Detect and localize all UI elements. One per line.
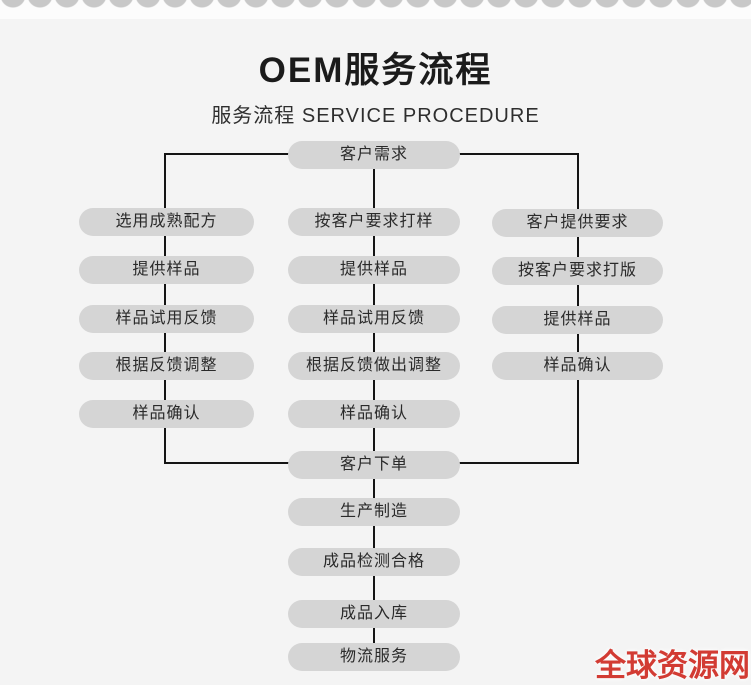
flow-node-left-sample-confirm: 样品确认 [79, 400, 254, 428]
flow-node-left-provide-sample: 提供样品 [79, 256, 254, 284]
connector-line-top-left [164, 153, 292, 155]
flow-node-production: 生产制造 [288, 498, 460, 526]
connector-line-bottom-left [164, 462, 292, 464]
flow-node-logistics-service: 物流服务 [288, 643, 460, 671]
connector-line-bottom-right [458, 462, 579, 464]
torn-paper-edge [0, 0, 751, 19]
flow-node-customer-demand: 客户需求 [288, 141, 460, 169]
page-title: OEM服务流程 [258, 51, 493, 90]
flow-node-finished-warehousing: 成品入库 [288, 600, 460, 628]
flow-node-right-provide-sample: 提供样品 [492, 306, 663, 334]
flow-node-left-sample-trial-feedback: 样品试用反馈 [79, 305, 254, 333]
flow-node-customer-provides-requirements: 客户提供要求 [492, 209, 663, 237]
flow-node-mid-provide-sample: 提供样品 [288, 256, 460, 284]
flow-node-mid-adjust-per-feedback: 根据反馈做出调整 [288, 352, 460, 380]
flow-node-select-mature-formula: 选用成熟配方 [79, 208, 254, 236]
flow-node-left-adjust-per-feedback: 根据反馈调整 [79, 352, 254, 380]
flow-node-mid-sample-trial-feedback: 样品试用反馈 [288, 305, 460, 333]
flow-node-finished-inspection-pass: 成品检测合格 [288, 548, 460, 576]
flow-node-customer-order: 客户下单 [288, 451, 460, 479]
connector-line-top-right [458, 153, 579, 155]
flow-node-sample-per-customer-request: 按客户要求打样 [288, 208, 460, 236]
flow-node-mid-sample-confirm: 样品确认 [288, 400, 460, 428]
watermark-logo: 全球资源网 [595, 648, 750, 683]
page-subtitle: 服务流程 SERVICE PROCEDURE [211, 105, 540, 127]
flow-node-right-sample-confirm: 样品确认 [492, 352, 663, 380]
flow-node-plate-per-customer-request: 按客户要求打版 [492, 257, 663, 285]
